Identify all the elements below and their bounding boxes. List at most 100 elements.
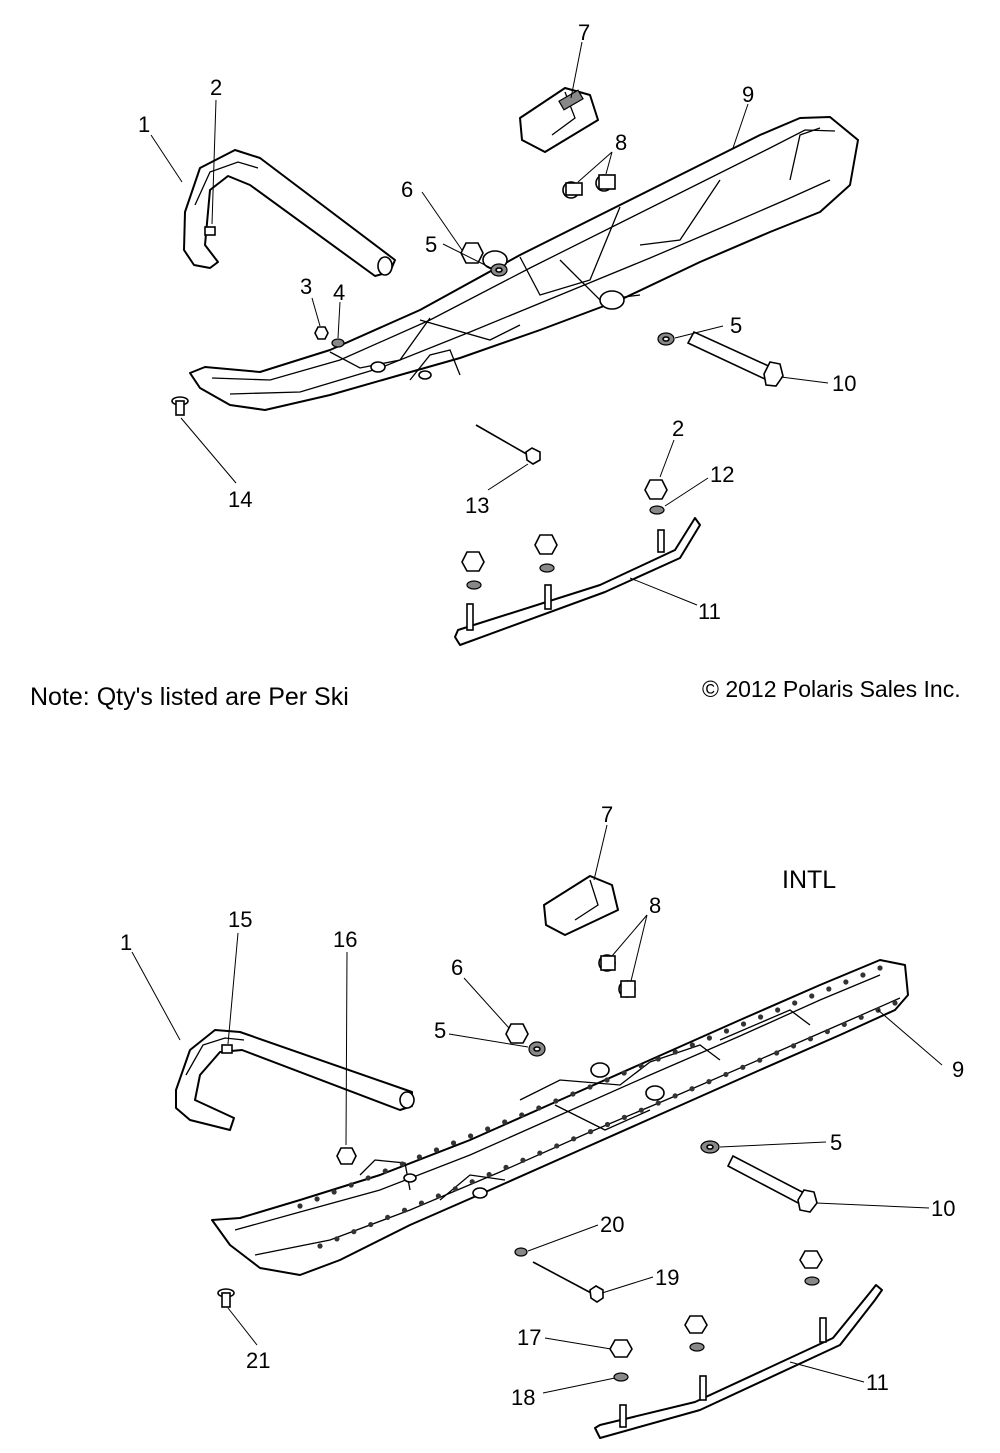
callout-top-10: 10 xyxy=(832,371,856,396)
traction-tooth xyxy=(334,1236,340,1242)
callout-top-12: 12 xyxy=(710,462,734,487)
callout-top-3: 3 xyxy=(300,274,312,299)
traction-tooth xyxy=(638,1107,644,1113)
traction-tooth xyxy=(433,1147,440,1153)
callout-top-6: 6 xyxy=(401,177,413,202)
ski-body-top xyxy=(189,116,859,411)
ski-runner-top xyxy=(454,517,701,646)
traction-tooth xyxy=(824,1028,830,1035)
callout-top-5a: 5 xyxy=(425,232,437,257)
traction-tooth xyxy=(553,1098,559,1104)
traction-tooth xyxy=(672,1093,678,1099)
callout-bottom-9: 9 xyxy=(952,1057,964,1082)
traction-tooth xyxy=(385,1214,391,1221)
callout-top-5b: 5 xyxy=(730,313,742,338)
traction-tooth xyxy=(604,1077,610,1083)
traction-tooth xyxy=(706,1079,712,1085)
ski-runner-bottom xyxy=(594,1284,883,1439)
callout-top-2b: 2 xyxy=(672,416,684,441)
callout-bottom-16: 16 xyxy=(333,927,357,952)
callout-top-1: 1 xyxy=(138,112,150,137)
traction-tooth xyxy=(757,1014,764,1020)
traction-tooth xyxy=(843,979,849,985)
traction-tooth xyxy=(452,1186,458,1192)
callouts-bottom: 1 15 16 6 5 7 8 9 5 10 11 17 18 19 20 21 xyxy=(120,802,964,1410)
traction-tooth xyxy=(485,1126,491,1132)
traction-tooth xyxy=(469,1179,475,1185)
callout-bottom-11: 11 xyxy=(866,1370,889,1395)
ski-loop-handle-bottom xyxy=(175,1029,415,1131)
traction-tooth xyxy=(689,1086,695,1092)
traction-tooth xyxy=(587,1084,593,1090)
traction-tooth xyxy=(382,1168,388,1174)
traction-tooth xyxy=(706,1035,713,1041)
traction-tooth xyxy=(774,1050,780,1056)
traction-tooth xyxy=(841,1021,847,1028)
callout-bottom-8: 8 xyxy=(649,893,661,918)
callout-top-13: 13 xyxy=(465,493,489,518)
traction-tooth xyxy=(368,1221,374,1228)
traction-tooth xyxy=(587,1129,594,1135)
traction-tooth xyxy=(877,965,883,971)
callout-bottom-18: 18 xyxy=(511,1385,535,1410)
bottom-assembly: 1 15 16 6 5 7 8 9 5 10 11 17 18 19 20 21 xyxy=(120,802,964,1439)
traction-tooth xyxy=(502,1119,508,1125)
callout-bottom-21: 21 xyxy=(246,1348,270,1373)
traction-tooth xyxy=(571,1136,577,1142)
traction-tooth xyxy=(826,986,832,992)
traction-tooth xyxy=(809,993,815,999)
traction-tooth xyxy=(792,1000,798,1006)
callout-bottom-15: 15 xyxy=(228,907,252,932)
quantity-note: Note: Qty's listed are Per Ski xyxy=(30,683,349,711)
callout-bottom-7: 7 xyxy=(601,802,613,827)
traction-tooth xyxy=(740,1021,747,1027)
ski-loop-handle-top xyxy=(183,149,396,277)
traction-tooth xyxy=(689,1042,695,1048)
callout-bottom-6: 6 xyxy=(451,955,463,980)
ski-traction-teeth xyxy=(297,965,898,1249)
callout-top-8: 8 xyxy=(615,130,627,155)
traction-tooth xyxy=(860,972,866,978)
traction-tooth xyxy=(757,1057,763,1063)
traction-tooth xyxy=(621,1070,627,1076)
leader-lines-top xyxy=(150,41,829,606)
traction-tooth xyxy=(297,1203,303,1209)
traction-tooth xyxy=(536,1105,542,1111)
traction-tooth xyxy=(740,1064,746,1070)
traction-tooth xyxy=(351,1229,357,1235)
callout-top-7: 7 xyxy=(578,20,590,45)
callout-top-9: 9 xyxy=(742,82,754,107)
traction-tooth xyxy=(537,1150,543,1156)
callout-bottom-1: 1 xyxy=(120,930,132,955)
callout-top-4: 4 xyxy=(333,280,345,305)
traction-tooth xyxy=(554,1143,560,1149)
copyright-text: © 2012 Polaris Sales Inc. xyxy=(702,676,961,702)
callout-bottom-10: 10 xyxy=(931,1196,955,1221)
traction-tooth xyxy=(807,1036,814,1042)
traction-tooth xyxy=(331,1189,337,1195)
traction-tooth xyxy=(723,1071,729,1078)
traction-tooth xyxy=(892,1000,898,1006)
callout-bottom-5b: 5 xyxy=(830,1130,842,1155)
traction-tooth xyxy=(672,1049,678,1055)
traction-tooth xyxy=(450,1140,457,1146)
traction-tooth xyxy=(723,1028,730,1034)
callouts-top: 1 2 3 4 5 6 5 7 8 9 10 11 12 2 13 14 xyxy=(138,20,856,624)
traction-tooth xyxy=(503,1164,509,1170)
hardware-top xyxy=(171,87,784,590)
traction-tooth xyxy=(401,1207,408,1213)
traction-tooth xyxy=(520,1157,526,1163)
leader-lines-bottom xyxy=(131,824,943,1394)
traction-tooth xyxy=(467,1133,474,1139)
traction-tooth xyxy=(348,1182,354,1188)
traction-tooth xyxy=(775,1007,781,1013)
traction-tooth xyxy=(435,1193,441,1199)
traction-tooth xyxy=(790,1043,797,1049)
traction-tooth xyxy=(858,1014,864,1020)
intl-label: INTL xyxy=(782,866,837,894)
traction-tooth xyxy=(314,1196,320,1202)
traction-tooth xyxy=(486,1171,492,1178)
callout-top-2: 2 xyxy=(210,75,222,100)
